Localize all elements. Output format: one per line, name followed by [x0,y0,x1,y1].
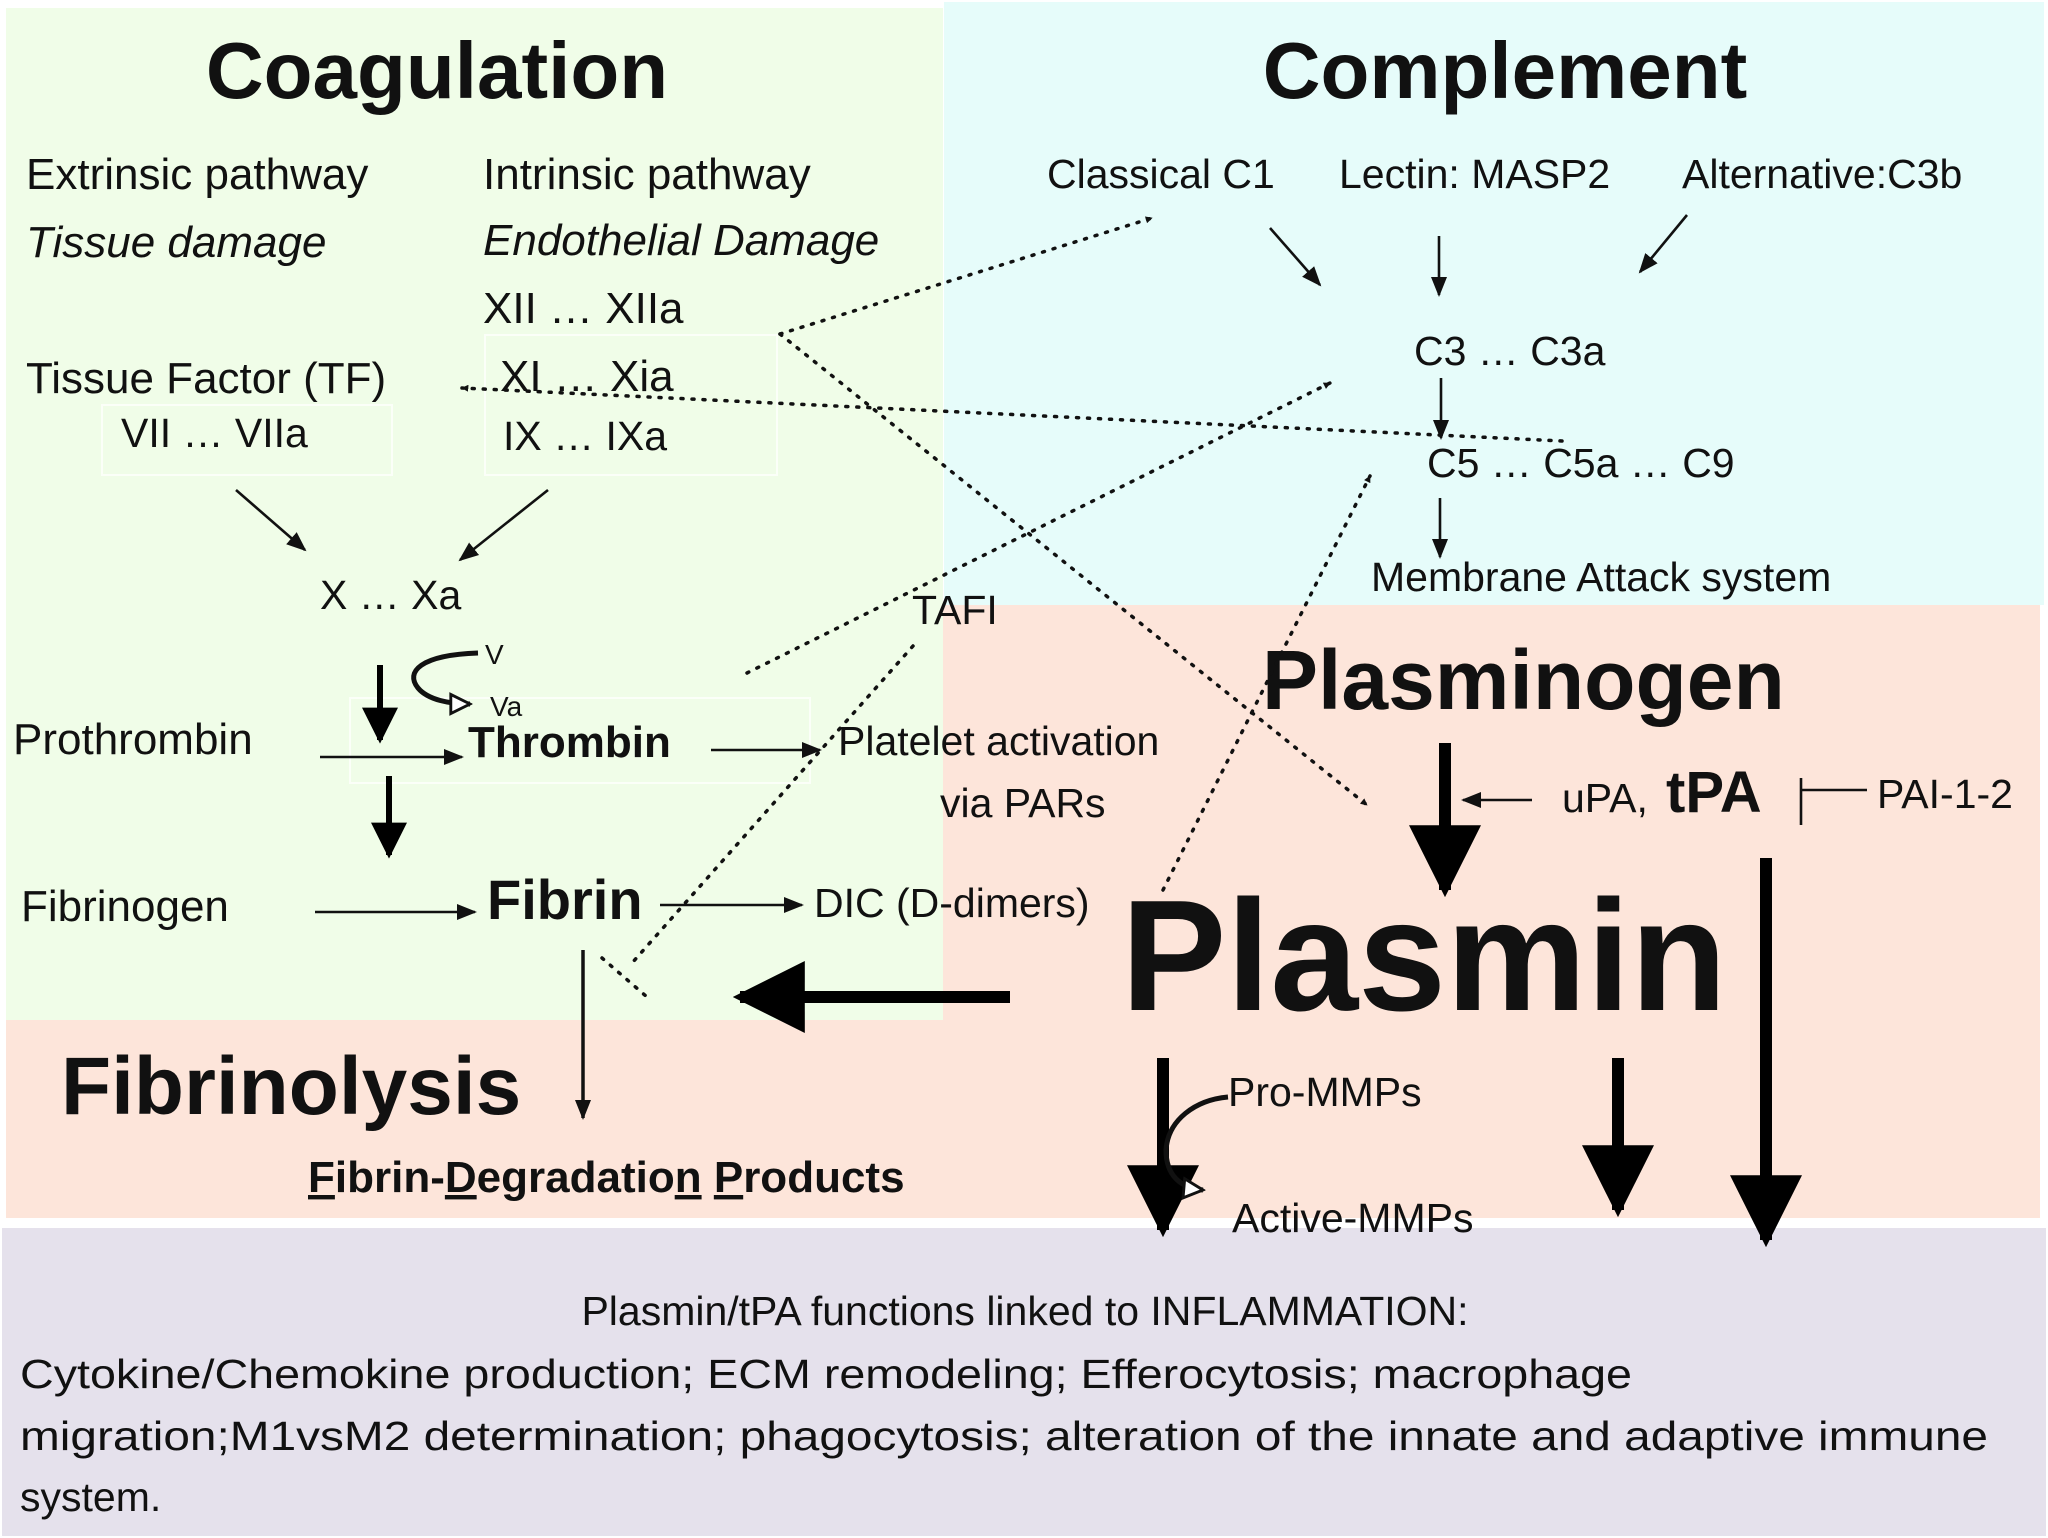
c5-step: C5 … C5a … C9 [1427,440,1735,486]
coagulation-title: Coagulation [206,26,668,115]
dotted-tafi-to-fibrin [630,644,915,965]
platelet-activation-line2: via PARs [940,780,1106,826]
classical-pathway-label: Classical C1 [1047,151,1275,197]
dic-label: DIC (D-dimers) [814,880,1090,926]
extrinsic-pathway-label: Extrinsic pathway [26,150,368,199]
inflammation-line-1: Cytokine/Chemokine production; ECM remod… [20,1351,1632,1397]
fibrinolysis-panel-right [943,605,2040,1218]
dotted-c5-to-tissue-factor [460,384,1564,443]
active-mmps-label: Active-MMPs [1232,1195,1473,1241]
inflammation-line-3: system. [20,1474,161,1520]
inflammation-heading: Plasmin/tPA functions linked to INFLAMMA… [581,1288,1468,1334]
factor-vii-step: VII … VIIa [121,410,308,456]
fibrinogen-label: Fibrinogen [21,882,229,931]
fdp-part: ibrin- [335,1153,445,1202]
dotted-thrombin-to-c3 [745,381,1332,675]
group-box-thrombin [349,697,811,784]
lectin-pathway-label: Lectin: MASP2 [1339,151,1610,197]
inflammation-panel [2,1228,2046,1536]
tissue-factor-label: Tissue Factor (TF) [26,354,386,403]
group-box-xi-ix [484,334,778,476]
arrow-alternative-to-c3 [1638,214,1689,274]
plasminogen-label: Plasminogen [1262,633,1785,727]
endothelial-damage-label: Endothelial Damage [483,216,879,265]
arrow-classical-to-c3 [1269,227,1322,287]
fdp-space [702,1153,714,1202]
dotted-xiia-to-classical [778,216,1154,336]
fdp-initial-p: P [714,1153,743,1202]
prothrombin-label: Prothrombin [13,715,253,764]
inflammation-line-2: migration;M1vsM2 determination; phagocyt… [20,1413,1988,1459]
fdp-part: roducts [743,1153,904,1202]
dotted-xiia-to-plasmin [778,332,1369,807]
membrane-attack-label: Membrane Attack system [1371,554,1831,600]
tafi-label: TAFI [912,587,998,633]
alternative-pathway-label: Alternative:C3b [1682,151,1962,197]
plasmin-label: Plasmin [1121,868,1727,1044]
factor-x-step: X … Xa [320,572,461,618]
fdp-underlined-n: n [675,1153,702,1202]
pai-label: PAI-1-2 [1877,771,2013,817]
cofactor-v-curve [411,650,479,704]
factor-va-label: Va [490,691,523,722]
arrow-ix-to-x [458,488,549,562]
factor-xii-step: XII … XIIa [483,284,684,333]
factor-xi-step: XI … Xia [500,352,674,401]
thrombin-label: Thrombin [468,718,671,767]
fdp-initial-d: D [445,1153,477,1202]
tpa-label: tPA [1666,760,1762,825]
dotted-plasmin-to-c5 [1161,474,1372,892]
complement-panel [944,2,2044,605]
coagulation-panel [6,8,943,1020]
arrow-vii-to-x [235,489,307,552]
factor-ix-step: IX … IXa [503,413,667,459]
group-box-vii [101,404,393,476]
upa-label: uPA, [1562,775,1648,821]
tissue-damage-label: Tissue damage [26,218,326,267]
factor-v-label: V [485,639,504,670]
mmp-activation-curve [1163,1094,1229,1190]
fibrinolysis-title: Fibrinolysis [61,1041,521,1132]
fdp-initial-f: F [308,1153,335,1202]
c3-step: C3 … C3a [1414,328,1606,374]
complement-title: Complement [1263,26,1748,115]
fibrinolysis-panel-left [6,1020,946,1218]
intrinsic-pathway-label: Intrinsic pathway [483,150,811,199]
fibrin-degradation-products: Fibrin-Degradation Products [308,1153,905,1202]
platelet-activation-line1: Platelet activation [838,718,1159,764]
fdp-part: egradatio [477,1153,675,1202]
fibrin-label: Fibrin [487,868,643,931]
pro-mmps-label: Pro-MMPs [1228,1069,1422,1115]
dotted-tafi-branch [600,956,649,999]
